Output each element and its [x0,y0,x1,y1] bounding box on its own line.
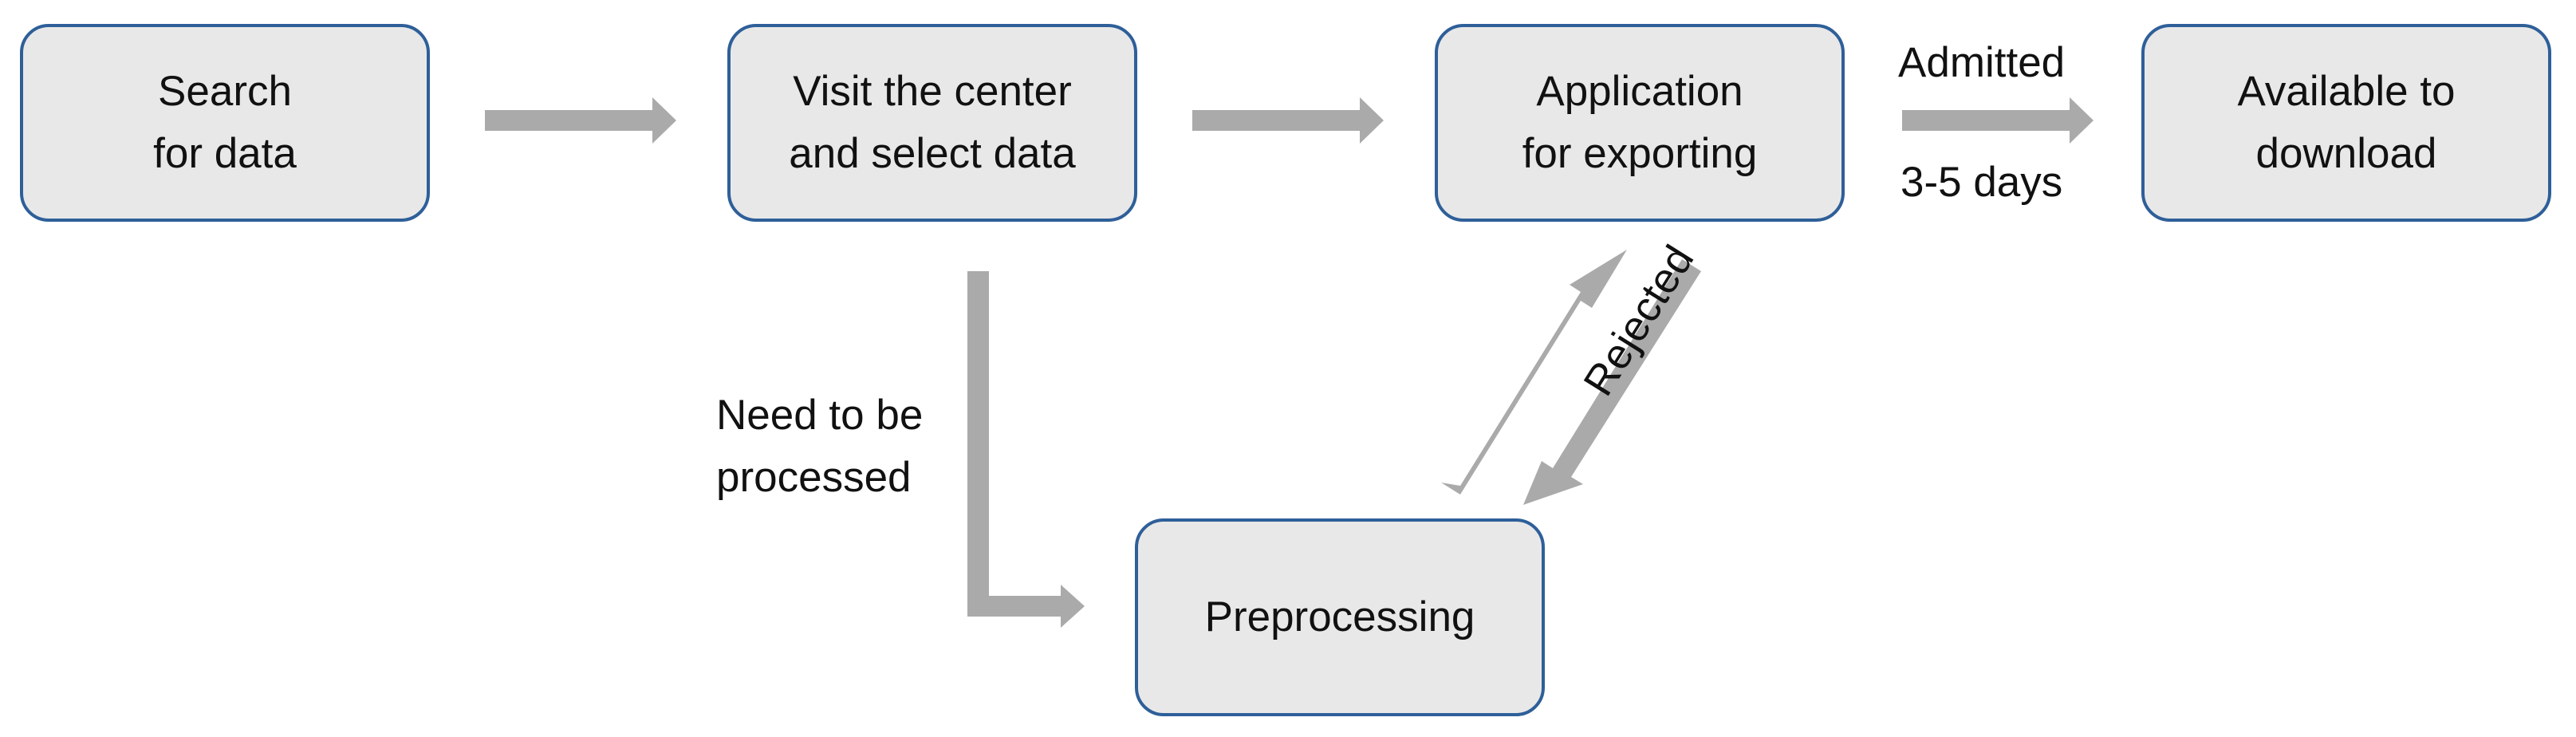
node-visit-line2: and select data [789,130,1076,177]
node-available-line1: Available to [2237,68,2456,115]
node-available-download: Available to download [2141,24,2551,222]
arrow-application-to-available [1902,97,2093,144]
node-visit-line1: Visit the center [793,68,1072,115]
node-search-line2: for data [153,130,297,177]
node-search-for-data: Search for data [20,24,430,222]
arrow-preprocessing-to-application [1441,250,1627,495]
arrow-visit-to-preprocessing [967,271,1085,628]
node-available-line2: download [2255,130,2437,177]
arrow-visit-to-application [1192,97,1384,144]
edge-label-need-line1: Need to be [716,392,924,439]
edge-label-admitted: Admitted [1898,39,2066,86]
node-visit-center: Visit the center and select data [727,24,1137,222]
arrow-application-to-preprocessing [1523,259,1701,505]
node-preprocessing-label: Preprocessing [1204,593,1475,640]
arrow-search-to-visit [485,97,676,144]
node-application-line2: for exporting [1522,130,1758,177]
node-preprocessing: Preprocessing [1135,518,1545,716]
node-search-line1: Search [158,68,292,115]
edge-label-need-line2: processed [716,454,912,501]
node-application-exporting: Application for exporting [1435,24,1845,222]
edge-label-duration: 3-5 days [1900,159,2063,206]
node-application-line1: Application [1536,68,1743,115]
